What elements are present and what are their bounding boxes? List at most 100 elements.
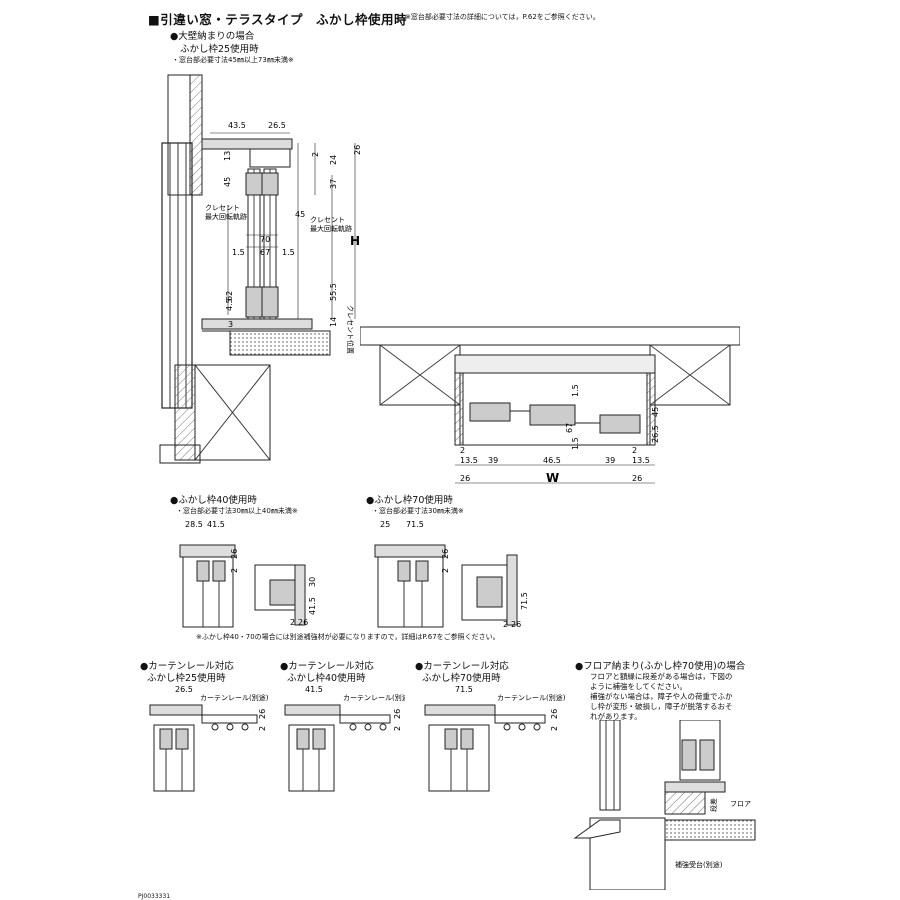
section-40-note: ・窓台部必要寸法30㎜以上40㎜未満※: [176, 507, 298, 515]
main-subheading: ふかし枠25使用時: [180, 44, 259, 55]
dim-H: H: [350, 234, 360, 248]
dim-45a: 45: [223, 177, 232, 187]
dim-1-5b: 1.5: [282, 248, 295, 257]
curtain-70-heading: ●カーテンレール対応: [415, 661, 509, 672]
plan-dim-46-5: 46.5: [543, 456, 561, 465]
floor-drawing: 段差 フロア 補強受台(別途): [573, 720, 756, 890]
curtain-25-sub: ふかし枠25使用時: [147, 673, 226, 684]
c40-dim-26: 26: [393, 709, 402, 719]
dim-45b: 45: [295, 210, 305, 219]
c25-dim-26: 26: [258, 709, 267, 719]
c25-label: カーテンレール(別途): [200, 693, 269, 702]
plan-dim-26b: 26: [632, 474, 642, 483]
dim-26: 26: [353, 145, 362, 155]
floor-text: フロアと額縁に段差がある場合は，下図の ように補強をしてください。 補強がない場…: [590, 672, 733, 722]
dim-14: 14: [329, 317, 338, 327]
horizontal-plan-drawing: 13.5 39 46.5 39 13.5 26 26 W 2 2 1.5 1.5…: [360, 326, 740, 485]
dim-43-5: 43.5: [228, 121, 246, 130]
crescent-right-label-2: 最大回転軌跡: [310, 224, 352, 233]
s70-dim-26: 26: [441, 549, 450, 559]
plan-dim-67: 67: [565, 423, 574, 433]
curtain-40-sub: ふかし枠40使用時: [287, 673, 366, 684]
s40-dim-26b: 26: [298, 618, 308, 627]
floor-text-line-3: 補強がない場合は，障子や人の荷重でふか: [590, 692, 733, 701]
s40-dim-30: 30: [308, 577, 317, 587]
dim-55-5: 55.5: [329, 283, 338, 301]
dim-4-5: 4.5: [225, 298, 234, 311]
plan-dim-1-5b: 1.5: [571, 437, 580, 450]
plan-dim-39a: 39: [488, 456, 498, 465]
floor-text-line-1: フロアと額縁に段差がある場合は，下図の: [590, 672, 733, 681]
c70-dim-2: 2: [550, 726, 559, 731]
section-70-heading: ●ふかし枠70使用時: [366, 495, 453, 506]
c40-dim: 41.5: [305, 685, 323, 694]
dim-3: 3: [228, 320, 233, 329]
c70-dim-26: 26: [550, 709, 559, 719]
floor-step-label: 段差: [709, 798, 718, 812]
vertical-section-drawing: 43.5 26.5 26 2 13 24 45 37 45 70 67 1.5 …: [159, 74, 362, 464]
section-40-heading: ●ふかし枠40使用時: [170, 495, 257, 506]
floor-text-line-5: れがあります。: [590, 712, 642, 721]
s70-dim-26b: 26: [511, 620, 521, 629]
curtain-40-drawing: 41.5 カーテンレール(別途) 26 2: [284, 685, 405, 792]
s70-dim-71-5b: 71.5: [520, 592, 529, 610]
plan-dim-2b: 2: [632, 446, 637, 455]
crescent-position-label: クレセント位置: [346, 305, 355, 354]
floor-support-label: 補強受台(別途): [675, 860, 723, 869]
plan-dim-39b: 39: [605, 456, 615, 465]
footnote: ※ふかし枠40・70の場合には別途補強材が必要になりますので，詳細はP.67をご…: [196, 633, 500, 641]
dim-67: 67: [260, 248, 270, 257]
plan-dim-2a: 2: [460, 446, 465, 455]
crescent-left-label-2: 最大回転軌跡: [205, 212, 247, 221]
plan-dim-45: 45: [651, 407, 660, 417]
s40-dim-28-5: 28.5: [185, 520, 203, 529]
s40-dim-41-5b: 41.5: [308, 597, 317, 615]
dim-26-5: 26.5: [268, 121, 286, 130]
header-note: ※窓台部必要寸法の詳細については，P.62をご参照ください。: [405, 13, 600, 21]
page-title: ■引違い窓・テラスタイプ ふかし枠使用時: [148, 12, 408, 27]
dim-2: 2: [311, 152, 320, 157]
plan-dim-26-5: 26.5: [651, 425, 660, 443]
s40-dim-41-5: 41.5: [207, 520, 225, 529]
curtain-70-drawing: 71.5 カーテンレール(別途) 26 2: [424, 685, 565, 792]
floor-text-line-4: し枠が変形・破損し，障子が脱落するおそ: [590, 702, 733, 711]
plan-dim-1-5a: 1.5: [571, 384, 580, 397]
crescent-right-label: クレセント: [310, 216, 345, 224]
s40-dim-2: 2: [230, 568, 239, 573]
floor-text-line-2: ように補強をしてください。: [590, 682, 688, 691]
s40-dim-2b: 2: [290, 618, 295, 627]
s70-dim-25: 25: [380, 520, 390, 529]
dim-24: 24: [329, 155, 338, 165]
dim-13: 13: [223, 151, 232, 161]
plan-dim-13-5: 13.5: [460, 456, 478, 465]
main-heading: ●大壁納まりの場合: [170, 31, 255, 42]
section-70-note: ・窓台部必要寸法30㎜未満※: [372, 507, 464, 515]
c70-dim: 71.5: [455, 685, 473, 694]
floor-label: フロア: [730, 800, 751, 808]
s70-dim-2b: 2: [503, 620, 508, 629]
c25-dim: 26.5: [175, 685, 193, 694]
plan-dim-W: W: [546, 471, 559, 485]
page-code: PJ0033331: [138, 893, 171, 900]
curtain-70-sub: ふかし枠70使用時: [422, 673, 501, 684]
dim-37: 37: [329, 179, 338, 189]
c40-label: カーテンレール(別途): [343, 693, 405, 702]
dim-1-5a: 1.5: [232, 248, 245, 257]
floor-heading: ●フロア納まり(ふかし枠70使用)の場合: [575, 661, 746, 672]
curtain-25-drawing: 26.5 カーテンレール(別途) 26 2: [149, 685, 269, 792]
curtain-40-heading: ●カーテンレール対応: [280, 661, 374, 672]
c25-dim-2: 2: [258, 726, 267, 731]
plan-dim-13-5b: 13.5: [632, 456, 650, 465]
section-40-drawing: 28.5 41.5 2 26 30 41.5 2 26: [179, 520, 317, 628]
s70-dim-2: 2: [441, 568, 450, 573]
s40-dim-26: 26: [230, 549, 239, 559]
c40-dim-2: 2: [393, 726, 402, 731]
plan-dim-26a: 26: [460, 474, 470, 483]
dim-70: 70: [260, 235, 270, 244]
section-70-drawing: 25 71.5 2 26 71.5 2 26: [374, 520, 529, 629]
curtain-25-heading: ●カーテンレール対応: [140, 661, 234, 672]
s70-dim-71-5: 71.5: [406, 520, 424, 529]
main-note: ・窓台部必要寸法45㎜以上73㎜未満※: [172, 56, 294, 64]
crescent-left-label: クレセント: [205, 204, 240, 212]
dim-62: 62: [225, 291, 234, 301]
